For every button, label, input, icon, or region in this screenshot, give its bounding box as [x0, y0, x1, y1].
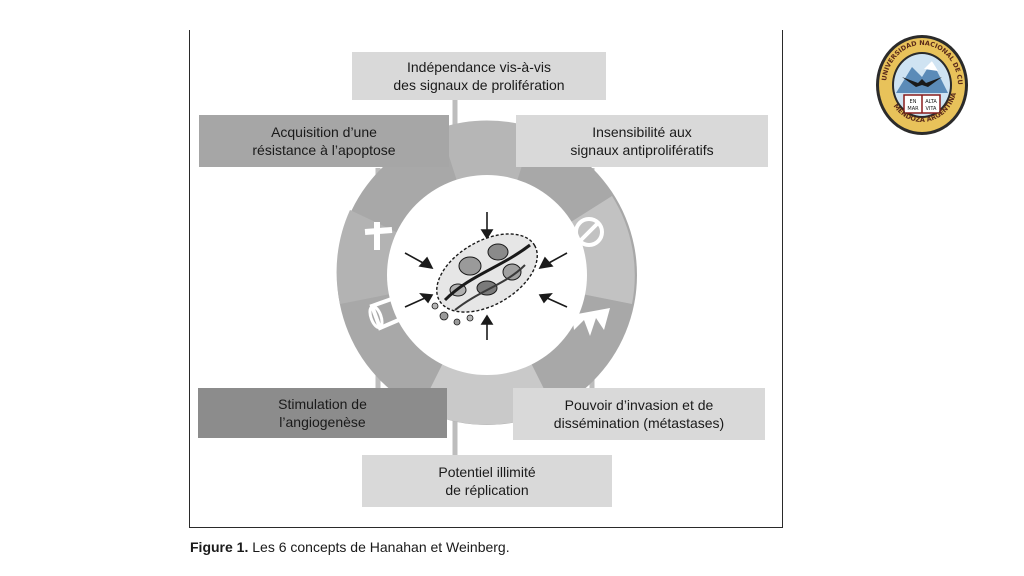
- cross-icon: [364, 222, 393, 250]
- zigzag-icon: [572, 308, 610, 336]
- caption-label: Figure 1.: [190, 539, 249, 555]
- label-evading-growth-suppressors: Insensibilité aux signaux antiproliférat…: [516, 115, 768, 167]
- cancer-cell-icon: [431, 233, 538, 326]
- figure-caption: Figure 1. Les 6 concepts de Hanahan et W…: [190, 539, 510, 555]
- svg-text:VITA: VITA: [926, 106, 938, 112]
- svg-text:ALTA: ALTA: [925, 99, 937, 105]
- svg-text:MAR: MAR: [907, 106, 919, 112]
- arrow-bend-icon: [467, 176, 512, 205]
- label-angiogenesis: Stimulation de l’angiogenèse: [198, 388, 447, 438]
- vessel-icon: [368, 293, 411, 331]
- figure-frame: [189, 30, 783, 528]
- inward-arrows: [404, 212, 568, 340]
- label-replicative-immortality: Potentiel illimité de réplication: [362, 455, 612, 507]
- no-entry-icon: [574, 217, 604, 247]
- label-invasion-metastasis: Pouvoir d’invasion et de dissémination (…: [513, 388, 765, 440]
- university-seal-logo: EN ALTA MAR VITA UNIVERSIDAD NACIONAL DE…: [874, 33, 968, 135]
- caption-text: Les 6 concepts de Hanahan et Weinberg.: [248, 539, 510, 555]
- label-resisting-apoptosis: Acquisition d’une résistance à l’apoptos…: [199, 115, 449, 167]
- infinity-icon: [459, 351, 515, 373]
- label-sustained-proliferation: Indépendance vis-à-vis des signaux de pr…: [352, 52, 606, 100]
- svg-text:EN: EN: [910, 99, 917, 105]
